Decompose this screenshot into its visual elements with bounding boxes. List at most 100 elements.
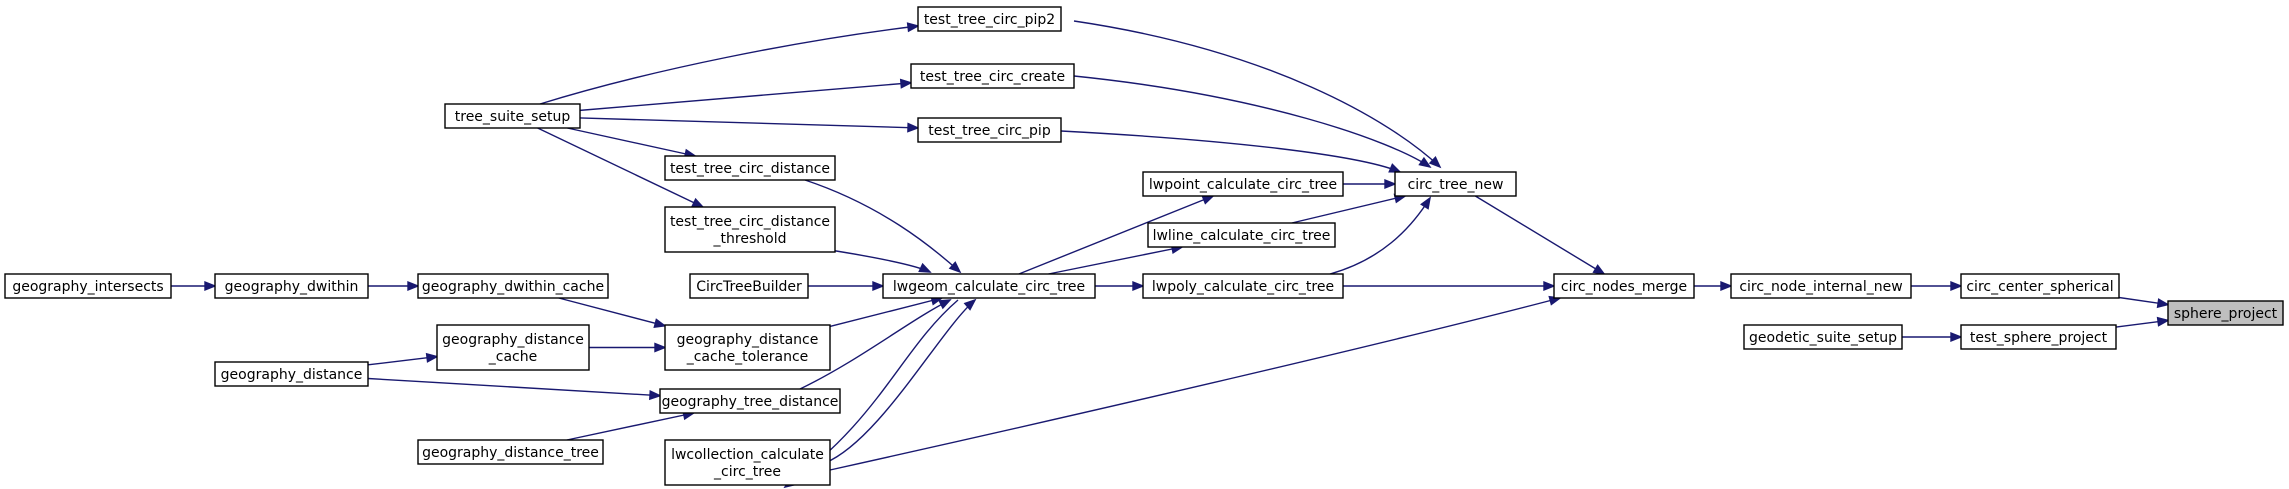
node-label: geography_dwithin [225, 279, 359, 295]
arrowhead-lwpoly_calculate_circ_tree-to-circ_nodes_merge [1543, 280, 1556, 292]
edge-lwcollection_calculate_circ_tree-to-circ_nodes_merge [829, 297, 1561, 471]
node-test-tree-circ-create[interactable]: test_tree_circ_create [910, 63, 1075, 89]
node-label: test_tree_circ_distance [670, 161, 830, 177]
node-box [4, 273, 172, 299]
node-box [1743, 324, 1903, 350]
node-circ-nodes-merge[interactable]: circ_nodes_merge [1553, 273, 1695, 299]
edge-layer [171, 20, 2170, 489]
node-geography-distance[interactable]: geography_distance [214, 361, 369, 387]
node-lwpoint-calculate-circ-tree[interactable]: lwpoint_calculate_circ_tree [1142, 171, 1344, 197]
arrowhead-tree_suite_setup-to-test_tree_circ_distance_threshold [691, 197, 705, 208]
node-sphere-project[interactable]: sphere_project [2167, 300, 2284, 326]
edge-lwline_calculate_circ_tree-to-circ_tree_new [1291, 195, 1406, 224]
arrowhead-lwcollection_calculate_circ_tree-to-lwgeom_calculate_circ_tree [963, 298, 977, 311]
node-box [917, 117, 1062, 143]
arrowhead-geography_distance-to-geography_tree_distance [649, 390, 662, 401]
edge-lwgeom_calculate_circ_tree-to-lwpoint_calculate_circ_tree [1018, 195, 1214, 275]
arrowhead-circ_nodes_merge-to-circ_node_internal_new [1720, 280, 1733, 292]
node-box [1142, 171, 1344, 197]
node-label: geography_distance_tree [422, 445, 599, 461]
node-test-tree-circ-pip2[interactable]: test_tree_circ_pip2 [917, 6, 1062, 32]
node-label: test_sphere_project [1970, 330, 2108, 346]
node-label: geography_distance [442, 332, 584, 348]
node-box [1142, 273, 1344, 299]
node-label: lwpoly_calculate_circ_tree [1152, 279, 1334, 295]
node-CircTreeBuilder[interactable]: CircTreeBuilder [689, 273, 809, 299]
node-lwgeom-calculate-circ-tree[interactable]: lwgeom_calculate_circ_tree [882, 273, 1096, 299]
arrowhead-circ_center_spherical-to-sphere_project [2156, 298, 2170, 309]
node-label: geography_distance [221, 367, 363, 383]
arrowhead-tree_suite_setup-to-test_tree_circ_pip [907, 122, 920, 133]
arrowhead-geography_tree_distance-to-lwgeom_calculate_circ_tree [938, 299, 952, 310]
node-box [882, 273, 1096, 299]
edge-lwpoly_calculate_circ_tree-to-circ_tree_new [1329, 197, 1431, 275]
node-test-sphere-project[interactable]: test_sphere_project [1960, 324, 2117, 350]
node-label: circ_center_spherical [1966, 279, 2113, 295]
node-label: geography_distance [677, 332, 819, 348]
node-box [664, 155, 836, 181]
node-label: lwgeom_calculate_circ_tree [893, 279, 1085, 295]
node-label: geography_tree_distance [662, 394, 839, 410]
node-circ-tree-new[interactable]: circ_tree_new [1394, 171, 1517, 197]
arrowhead-geography_distance-to-geography_distance_cache [425, 352, 439, 363]
node-lwpoly-calculate-circ-tree[interactable]: lwpoly_calculate_circ_tree [1142, 273, 1344, 299]
node-box [659, 388, 841, 414]
node-box [214, 361, 369, 387]
node-box [1147, 222, 1336, 248]
node-geography-tree-distance[interactable]: geography_tree_distance [659, 388, 841, 414]
edge-geography_distance-to-geography_tree_distance [367, 377, 661, 397]
arrowhead-circ_node_internal_new-to-circ_center_spherical [1950, 280, 1963, 292]
edge-lwgeom_calculate_circ_tree-to-lwline_calculate_circ_tree [1048, 246, 1183, 275]
edge-geography_distance_cache_tolerance-to-lwgeom_calculate_circ_tree [829, 297, 943, 328]
node-box [417, 439, 604, 465]
arrowhead-test_tree_circ_distance-to-lwgeom_calculate_circ_tree [948, 261, 962, 274]
node-box [1960, 273, 2120, 299]
node-tree-suite-setup[interactable]: tree_suite_setup [444, 103, 581, 129]
node-geography-dwithin[interactable]: geography_dwithin [214, 273, 369, 299]
edge-geography_dwithin_cache-to-geography_distance_cache_tolerance [558, 297, 666, 327]
node-circ-center-spherical[interactable]: circ_center_spherical [1960, 273, 2120, 299]
arrowhead-lwpoly_calculate_circ_tree-to-circ_tree_new [1420, 196, 1431, 210]
edge-lwcollection_calculate_circ_tree-to-lwgeom_calculate_circ_tree [824, 299, 976, 464]
arrowhead-circ_tree_new-to-circ_nodes_merge [1592, 264, 1606, 275]
arrowhead-test_sphere_project-to-sphere_project [2156, 316, 2170, 327]
node-test-tree-circ-distance-threshold[interactable]: test_tree_circ_distance_threshold [664, 206, 836, 253]
node-test-tree-circ-distance[interactable]: test_tree_circ_distance [664, 155, 836, 181]
node-label: test_tree_circ_pip2 [924, 12, 1055, 28]
edge-circ_tree_new-to-circ_nodes_merge [1474, 195, 1605, 275]
arrowhead-lwpoint_calculate_circ_tree-to-circ_tree_new [1384, 178, 1397, 190]
node-label: geography_intersects [12, 279, 163, 295]
node-test-tree-circ-pip[interactable]: test_tree_circ_pip [917, 117, 1062, 143]
node-label: circ_node_internal_new [1739, 279, 1902, 295]
node-label: test_tree_circ_pip [928, 123, 1051, 139]
arrowhead-geodetic_suite_setup-to-test_sphere_project [1950, 331, 1963, 343]
node-geodetic-suite-setup[interactable]: geodetic_suite_setup [1743, 324, 1903, 350]
node-label: _cache [488, 349, 537, 365]
node-box [444, 103, 581, 129]
node-geography-distance-cache-tolerance[interactable]: geography_distance_cache_tolerance [664, 324, 831, 371]
node-box [214, 273, 369, 299]
node-layer: sphere_project circ_center_spherical test_… [4, 6, 2284, 486]
node-box [1394, 171, 1517, 197]
node-label: test_tree_circ_create [920, 69, 1065, 85]
node-lwline-calculate-circ-tree[interactable]: lwline_calculate_circ_tree [1147, 222, 1336, 248]
node-box [910, 63, 1075, 89]
arrowhead-tree_suite_setup-to-test_tree_circ_pip2 [906, 22, 920, 33]
arrowhead-test_tree_circ_create-to-circ_tree_new [1418, 156, 1432, 169]
node-box [689, 273, 809, 299]
arrowhead-geography_dwithin_cache-to-geography_distance_cache_tolerance [653, 318, 667, 329]
node-geography-distance-tree[interactable]: geography_distance_tree [417, 439, 604, 465]
arrowhead-CircTreeBuilder-to-lwgeom_calculate_circ_tree [872, 280, 885, 292]
edge-test_tree_circ_pip2-to-circ_tree_new [1073, 20, 1441, 168]
node-geography-intersects[interactable]: geography_intersects [4, 273, 172, 299]
node-lwcollection-calculate-circ-tree[interactable]: lwcollection_calculate_circ_tree [664, 439, 831, 486]
edge-tree_suite_setup-to-test_tree_circ_pip2 [539, 25, 919, 105]
arrowhead-geography_distance_cache-to-geography_distance_cache_tolerance [654, 342, 667, 353]
node-box [664, 439, 831, 486]
arrowhead-test_tree_circ_pip2-to-circ_tree_new [1428, 156, 1442, 169]
arrowhead-geography_intersects-to-geography_dwithin [204, 280, 217, 292]
node-geography-dwithin-cache[interactable]: geography_dwithin_cache [417, 273, 609, 299]
node-geography-distance-cache[interactable]: geography_distance_cache [436, 324, 590, 371]
node-circ-node-internal-new[interactable]: circ_node_internal_new [1730, 273, 1912, 299]
